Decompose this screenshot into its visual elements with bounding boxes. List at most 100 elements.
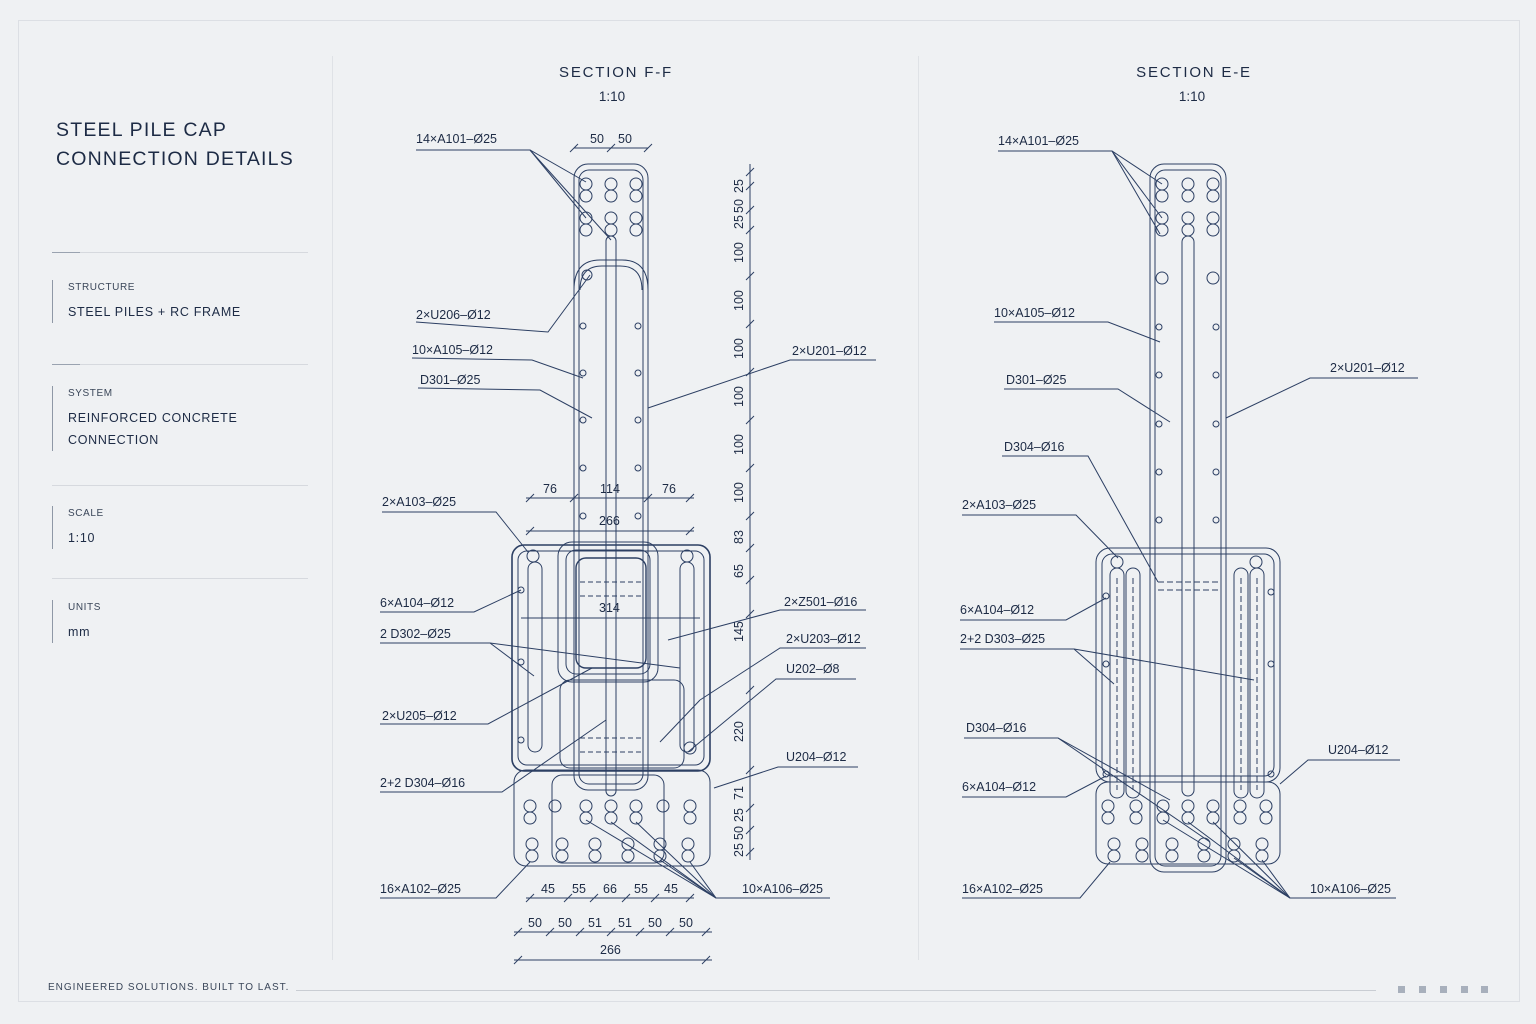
dim-base-d: 51: [618, 916, 632, 930]
dim-v1: 25: [732, 179, 746, 193]
footer-square: [1419, 986, 1426, 993]
ee-leader-lines: [960, 150, 1418, 899]
ee-label-l6: 6×A104–Ø12: [960, 603, 1034, 617]
system-value: REINFORCED CONCRETE CONNECTION: [68, 407, 238, 451]
ff-lower-block: [513, 769, 711, 867]
dim-v12: 145: [732, 621, 746, 642]
system-value-line-1: REINFORCED CONCRETE: [68, 411, 238, 425]
ff-label-r6: 10×A106–Ø25: [742, 882, 823, 896]
dim-base-b: 50: [558, 916, 572, 930]
dim-top-a: 50: [590, 132, 604, 146]
ee-label-l8: D304–Ø16: [966, 721, 1027, 735]
dim-top-b: 50: [618, 132, 632, 146]
ff-a103-bar-left: [527, 561, 543, 753]
footer-tagline: ENGINEERED SOLUTIONS. BUILT TO LAST.: [48, 982, 290, 993]
dim-v11: 65: [732, 564, 746, 578]
panel-divider: [918, 56, 919, 960]
info-scale: SCALE 1:10: [52, 506, 104, 549]
dim-v16: 50: [732, 826, 746, 840]
ee-label-l1: 14×A101–Ø25: [998, 134, 1079, 148]
ee-column-outline: [1149, 163, 1227, 873]
ff-leader-lines: [380, 149, 876, 899]
section-ff-title: SECTION F-F: [559, 64, 673, 81]
dim-v7: 100: [732, 386, 746, 407]
dim-v10: 83: [732, 530, 746, 544]
ee-a101-bars: [1155, 177, 1220, 285]
dim-v9: 100: [732, 482, 746, 503]
dim-v15: 25: [732, 808, 746, 822]
ff-label-r2: 2×Z501–Ø16: [784, 595, 857, 609]
dim-base-a: 50: [528, 916, 542, 930]
section-ff-drawing: [380, 143, 876, 965]
ee-label-l9: 6×A104–Ø12: [962, 780, 1036, 794]
section-ee-scale: 1:10: [1178, 89, 1206, 104]
ff-label-l2: 2×U206–Ø12: [416, 308, 491, 322]
ee-label-r3: 10×A106–Ø25: [1310, 882, 1391, 896]
sidebar-divider: [52, 252, 308, 253]
system-label: SYSTEM: [68, 388, 113, 399]
ff-a102-a106-bars: [523, 799, 697, 863]
ff-a105-bars: [579, 322, 642, 520]
footer-square: [1461, 986, 1468, 993]
sidebar-divider: [52, 578, 308, 579]
ff-z501-bar: [575, 557, 647, 669]
footer-rule: [296, 990, 1376, 991]
ee-label-l10: 16×A102–Ø25: [962, 882, 1043, 896]
ff-label-r3: 2×U203–Ø12: [786, 632, 861, 646]
ff-a103-bar-right: [679, 561, 695, 753]
footer-square: [1440, 986, 1447, 993]
drawing-title: STEEL PILE CAP CONNECTION DETAILS: [56, 116, 316, 174]
ff-label-l10: 16×A102–Ø25: [380, 882, 461, 896]
section-ee-title: SECTION E-E: [1136, 64, 1252, 81]
ff-pile-cap: [511, 544, 711, 772]
dim-mid-total: 266: [599, 514, 620, 528]
dim-mid-a: 76: [543, 482, 557, 496]
ff-label-r1: 2×U201–Ø12: [792, 344, 867, 358]
info-system: SYSTEM REINFORCED CONCRETE CONNECTION: [52, 386, 238, 451]
dim-bot-e: 45: [664, 882, 678, 896]
panel-divider: [332, 56, 333, 960]
ff-label-l1: 14×A101–Ø25: [416, 132, 497, 146]
dim-inner: 314: [599, 601, 620, 615]
dim-bot-b: 55: [572, 882, 586, 896]
scale-label: SCALE: [68, 508, 104, 519]
ff-label-l5: 2×A103–Ø25: [382, 495, 456, 509]
ff-u206-hoop: [573, 259, 649, 291]
dim-base-total: 266: [600, 943, 621, 957]
ee-label-l2: 10×A105–Ø12: [994, 306, 1075, 320]
ee-label-l5: 2×A103–Ø25: [962, 498, 1036, 512]
units-value: mm: [68, 625, 91, 639]
ee-a105-bars: [1155, 323, 1220, 524]
dim-base-c: 51: [588, 916, 602, 930]
dim-bot-d: 55: [634, 882, 648, 896]
scale-value: 1:10: [68, 531, 96, 545]
dim-mid-c: 76: [662, 482, 676, 496]
dim-base-e: 50: [648, 916, 662, 930]
dim-bot-c: 66: [603, 882, 617, 896]
dim-v8: 100: [732, 434, 746, 455]
ee-d301-bar: [1181, 235, 1195, 797]
ff-a101-bars: [579, 177, 643, 281]
system-value-line-2: CONNECTION: [68, 433, 160, 447]
ee-label-l3: D301–Ø25: [1006, 373, 1067, 387]
dim-base-f: 50: [679, 916, 693, 930]
structure-value: STEEL PILES + RC FRAME: [68, 305, 241, 319]
ee-a102-a106-bars: [1101, 799, 1273, 863]
ff-labels: 14×A101–Ø25 2×U206–Ø12 10×A105–Ø12 D301–…: [380, 132, 867, 896]
info-units: UNITS mm: [52, 600, 101, 643]
sidebar-divider: [52, 485, 308, 486]
title-line-2: CONNECTION DETAILS: [56, 148, 294, 170]
ff-u203-loop: [557, 541, 659, 683]
ff-label-l3: 10×A105–Ø12: [412, 343, 493, 357]
dim-v4: 100: [732, 242, 746, 263]
ff-label-l7: 2 D302–Ø25: [380, 627, 451, 641]
ee-labels: 14×A101–Ø25 10×A105–Ø12 D301–Ø25 D304–Ø1…: [960, 134, 1405, 896]
ee-label-l7: 2+2 D303–Ø25: [960, 632, 1045, 646]
ee-label-r2: U204–Ø12: [1328, 743, 1389, 757]
ff-u202-loop: [559, 679, 685, 769]
dim-v6: 100: [732, 338, 746, 359]
ff-label-l6: 6×A104–Ø12: [380, 596, 454, 610]
footer-square: [1398, 986, 1405, 993]
dim-v17: 25: [732, 843, 746, 857]
dim-v14: 71: [732, 786, 746, 800]
